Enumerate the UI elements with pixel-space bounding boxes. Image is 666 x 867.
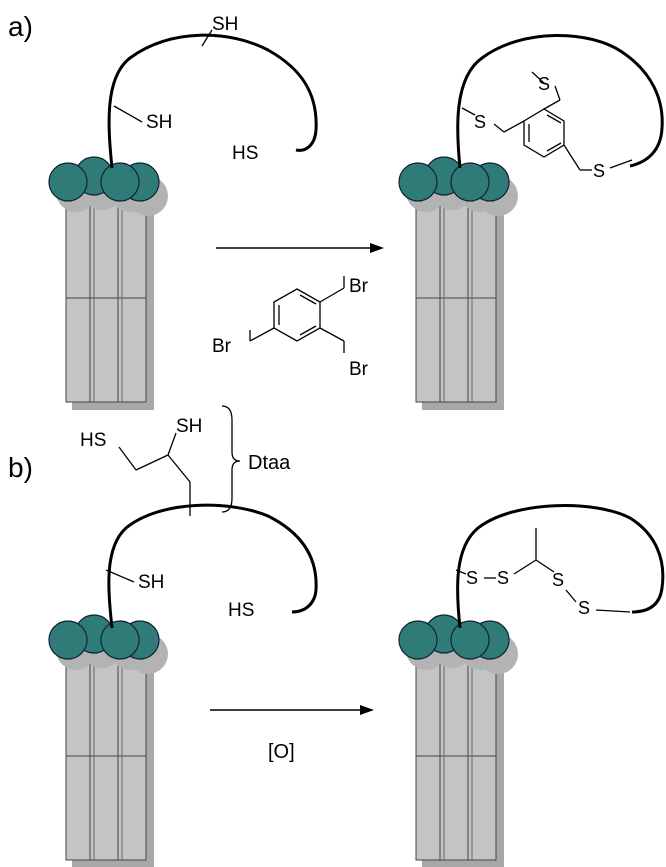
br-label-1: Br xyxy=(349,276,369,297)
sh-top-label: SH xyxy=(212,14,238,35)
helix-bundle-a-right xyxy=(398,156,519,411)
tribromo-mesitylene-reagent xyxy=(249,276,345,353)
staple-s-label-2: S xyxy=(474,112,486,132)
disulfide-s-label-2: S xyxy=(497,568,509,588)
panel-b-label: b) xyxy=(8,452,33,483)
sh-bond-top xyxy=(201,29,213,47)
helix-bundle-a-left xyxy=(48,156,169,411)
staple-s-label-3: S xyxy=(593,161,605,181)
dtaa-structure xyxy=(118,432,191,516)
disulfide-network xyxy=(455,528,631,613)
br-label-2: Br xyxy=(212,336,232,357)
peptide-loop-a-left xyxy=(107,33,318,169)
dtaa-hs-label: HS xyxy=(80,430,106,451)
dtaa-brace xyxy=(221,405,241,513)
sh-mid-label-b: SH xyxy=(138,572,164,593)
sh-mid-label: SH xyxy=(146,112,172,133)
dtaa-sh-label: SH xyxy=(176,416,202,437)
helix-bundle-b-left xyxy=(48,614,169,867)
disulfide-s-label-3: S xyxy=(552,570,564,590)
staple-s-label-1: S xyxy=(538,74,550,94)
peptide-loop-b-right xyxy=(456,504,665,629)
disulfide-s-label-4: S xyxy=(578,598,590,618)
oxidant-label: [O] xyxy=(268,741,295,763)
br-label-3: Br xyxy=(349,359,369,380)
disulfide-s-label-1: S xyxy=(466,568,478,588)
hs-end-label-b: HS xyxy=(228,600,254,621)
stapled-benzene-core xyxy=(461,71,633,171)
panel-a-label: a) xyxy=(8,11,33,42)
dtaa-label: Dtaa xyxy=(248,452,291,474)
panel-b: b) HS SH Dtaa SH HS [O] xyxy=(8,405,665,867)
panel-a: a) SH SH HS Br Br Br xyxy=(8,11,664,411)
peptide-loop-a-right xyxy=(456,33,664,169)
helix-bundle-b-right xyxy=(398,614,519,867)
sh-bond-mid xyxy=(113,105,143,123)
peptide-loop-b-left xyxy=(107,503,318,629)
sh-bond-b xyxy=(105,569,135,583)
hs-end-label: HS xyxy=(232,143,258,164)
